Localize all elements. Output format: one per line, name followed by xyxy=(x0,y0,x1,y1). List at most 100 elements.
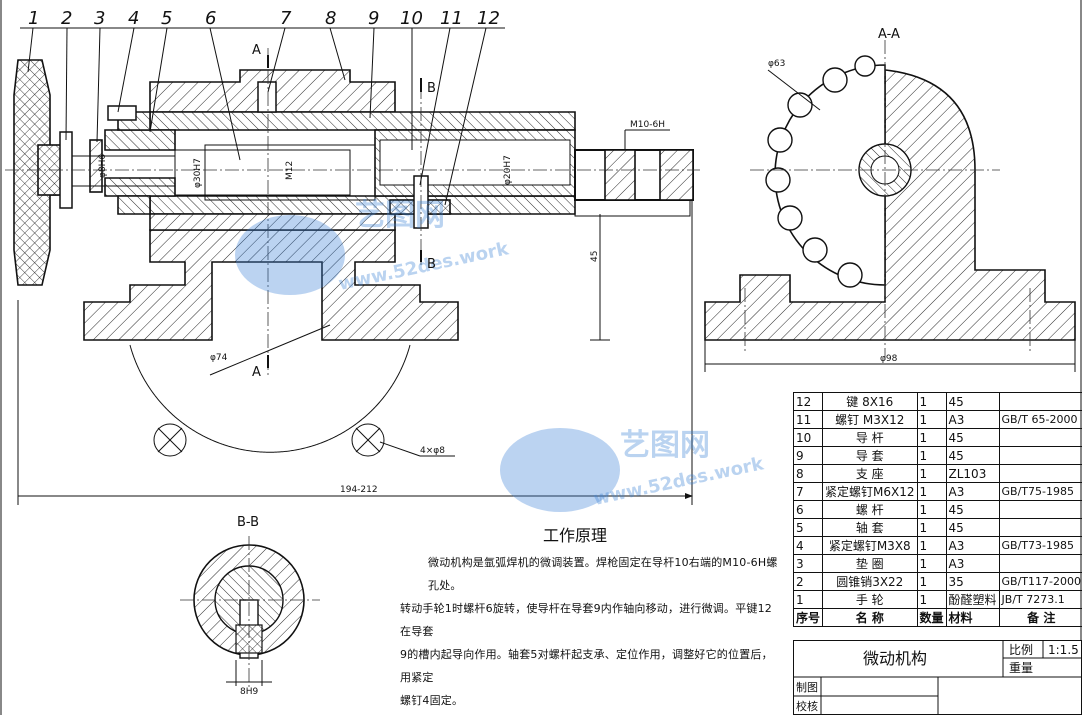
row-name: 螺钉 M3X12 xyxy=(822,410,918,429)
balloon-numbers: 1 2 3 4 5 6 7 8 9 10 11 12 xyxy=(28,8,500,29)
principle-line-3: 9的槽内起导向作用。轴套5对螺杆起支承、定位作用，调整好它的位置后，用紧定 xyxy=(400,648,773,684)
row-material: ZL103 xyxy=(945,464,1000,483)
section-bb-view xyxy=(180,536,320,690)
row-name: 螺 杆 xyxy=(822,500,918,519)
svg-text:B: B xyxy=(427,81,436,96)
row-no: 9 xyxy=(792,446,824,465)
svg-text:8H9: 8H9 xyxy=(240,687,258,697)
svg-text:φ63: φ63 xyxy=(768,59,785,69)
row-note: GB/T 65-2000 xyxy=(998,410,1082,429)
row-no: 6 xyxy=(792,500,824,519)
row-material: 45 xyxy=(945,446,1000,465)
parts-list-header: 序号 名 称 数量 材料 备 注 xyxy=(792,608,1082,627)
row-qty: 1 xyxy=(916,428,947,447)
main-view xyxy=(5,27,700,505)
drawn-by-label: 制图 xyxy=(796,681,818,694)
svg-text:A-A: A-A xyxy=(878,27,900,42)
svg-text:4×φ8: 4×φ8 xyxy=(420,446,445,456)
svg-text:194-212: 194-212 xyxy=(340,485,378,495)
header-no: 序号 xyxy=(792,608,824,627)
svg-text:A: A xyxy=(252,43,261,58)
row-material: 45 xyxy=(945,500,1000,519)
section-aa-view xyxy=(704,40,1076,372)
row-no: 8 xyxy=(792,464,824,483)
svg-text:φ98: φ98 xyxy=(880,354,898,364)
principle-line-2: 转动手轮1时螺杆6旋转，使导杆在导套9内作轴向移动，进行微调。平键12在导套 xyxy=(400,602,772,638)
svg-text:φ30H7: φ30H7 xyxy=(193,158,203,188)
title-block: 微动机构 比例 1:1.5 重量 制图 校核 xyxy=(793,640,1082,715)
row-qty: 1 xyxy=(916,590,947,609)
balloon-2: 2 xyxy=(61,8,72,29)
svg-text:φ8H6: φ8H6 xyxy=(98,154,108,178)
row-note xyxy=(998,464,1082,483)
svg-text:φ74: φ74 xyxy=(210,353,228,363)
row-material: 45 xyxy=(945,518,1000,537)
row-no: 1 xyxy=(792,590,824,609)
row-note xyxy=(998,428,1082,447)
row-no: 10 xyxy=(792,428,824,447)
header-material: 材料 xyxy=(945,608,1000,627)
svg-text:B-B: B-B xyxy=(237,515,259,530)
scale-label: 比例 xyxy=(1009,643,1033,657)
balloon-9: 9 xyxy=(368,8,379,29)
row-qty: 1 xyxy=(916,500,947,519)
row-name: 支 座 xyxy=(822,464,918,483)
row-name: 紧定螺钉M3X8 xyxy=(822,536,918,555)
row-material: 35 xyxy=(945,572,1000,591)
weight-label: 重量 xyxy=(1009,661,1033,675)
balloon-6: 6 xyxy=(205,8,216,29)
principle-line-1: 微动机构是氩弧焊机的微调装置。焊枪固定在导杆10右端的M10-6H螺孔处。 xyxy=(428,556,778,592)
row-qty: 1 xyxy=(916,518,947,537)
svg-text:φ20H7: φ20H7 xyxy=(503,155,513,185)
balloon-10: 10 xyxy=(400,8,423,29)
dimension-texts: M10-6H φ8H6 φ30H7 M12 φ20H7 45 φ74 4×φ8 … xyxy=(98,59,898,697)
working-principle: 工作原理 微动机构是氩弧焊机的微调装置。焊枪固定在导杆10右端的M10-6H螺孔… xyxy=(400,525,780,712)
row-qty: 1 xyxy=(916,572,947,591)
row-qty: 1 xyxy=(916,482,947,501)
row-name: 导 套 xyxy=(822,446,918,465)
svg-text:A: A xyxy=(252,365,261,380)
svg-text:M10-6H: M10-6H xyxy=(630,120,665,130)
row-note: GB/T75-1985 xyxy=(998,482,1082,501)
row-qty: 1 xyxy=(916,554,947,573)
row-no: 4 xyxy=(792,536,824,555)
row-note xyxy=(998,518,1082,537)
balloon-4: 4 xyxy=(128,8,139,29)
row-note: JB/T 7273.1 xyxy=(998,590,1082,609)
header-note: 备 注 xyxy=(998,608,1082,627)
row-name: 垫 圈 xyxy=(822,554,918,573)
row-name: 紧定螺钉M6X12 xyxy=(822,482,918,501)
balloon-12: 12 xyxy=(477,8,500,29)
section-labels: A A B B A-A B-B xyxy=(237,27,900,530)
svg-text:B: B xyxy=(427,257,436,272)
row-no: 3 xyxy=(792,554,824,573)
checked-by-label: 校核 xyxy=(796,699,818,713)
balloon-leaders xyxy=(20,27,505,206)
row-name: 轴 套 xyxy=(822,518,918,537)
row-material: 酚醛塑料 xyxy=(945,590,1000,609)
row-qty: 1 xyxy=(916,536,947,555)
row-material: A3 xyxy=(945,410,1000,429)
balloon-11: 11 xyxy=(440,8,463,29)
row-name: 手 轮 xyxy=(822,590,918,609)
row-material: A3 xyxy=(945,536,1000,555)
row-qty: 1 xyxy=(916,392,947,411)
row-no: 11 xyxy=(792,410,824,429)
row-qty: 1 xyxy=(916,410,947,429)
row-no: 12 xyxy=(792,392,824,411)
row-note xyxy=(998,446,1082,465)
scale-value: 1:1.5 xyxy=(1048,643,1079,657)
row-name: 导 杆 xyxy=(822,428,918,447)
svg-text:艺图网: 艺图网 xyxy=(355,198,445,233)
